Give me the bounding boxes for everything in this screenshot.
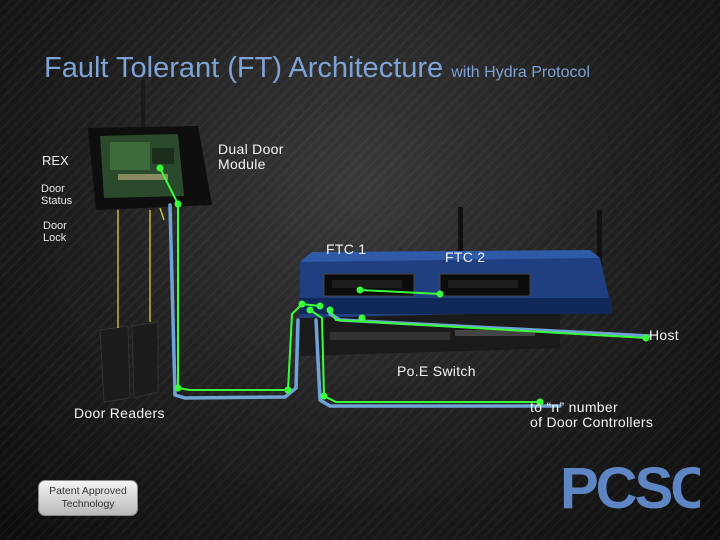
door-status-line1: Door bbox=[41, 183, 65, 195]
door-status-line2: Status bbox=[41, 195, 73, 207]
title-sub: with Hydra Protocol bbox=[451, 64, 590, 81]
patent-badge: Patent Approved Technology bbox=[38, 480, 138, 516]
ftc1-label: FTC 1 bbox=[326, 241, 367, 257]
logo-text: PCSC bbox=[560, 456, 700, 516]
ftc-controllers bbox=[300, 250, 612, 318]
rex-label: REX bbox=[42, 153, 69, 168]
module-antenna bbox=[141, 80, 145, 132]
door-lock-line1: Door bbox=[43, 220, 67, 232]
ftc-antenna-left bbox=[458, 207, 463, 265]
dual-door-line2: Module bbox=[218, 156, 266, 172]
dual-door-module bbox=[88, 126, 212, 210]
pcsc-logo: PCSC bbox=[560, 456, 700, 516]
patent-line2: Technology bbox=[61, 498, 115, 510]
door-readers bbox=[99, 321, 159, 403]
patent-line1: Patent Approved bbox=[49, 485, 127, 497]
link-nodes bbox=[156, 164, 650, 406]
to-n-line2: of Door Controllers bbox=[530, 414, 654, 430]
page-title: Fault Tolerant (FT) Architecture with Hy… bbox=[44, 52, 590, 85]
door-status-label: Door Status bbox=[41, 183, 72, 207]
ftc2-label: FTC 2 bbox=[445, 249, 486, 265]
door-controllers-label: to “n” number of Door Controllers bbox=[530, 400, 653, 430]
dual-door-line1: Dual Door bbox=[218, 141, 284, 157]
poe-switch-label: Po.E Switch bbox=[397, 363, 476, 379]
title-main: Fault Tolerant (FT) Architecture bbox=[44, 52, 444, 84]
door-readers-label: Door Readers bbox=[74, 405, 165, 421]
door-lock-line2: Lock bbox=[43, 232, 67, 244]
door-lock-label: Door Lock bbox=[43, 220, 67, 244]
dual-door-module-label: Dual Door Module bbox=[218, 142, 284, 172]
ftc-antenna-right bbox=[597, 210, 602, 265]
to-n-line1: to “n” number bbox=[530, 399, 618, 415]
host-label: Host bbox=[649, 327, 679, 343]
yellow-wires bbox=[117, 207, 165, 328]
